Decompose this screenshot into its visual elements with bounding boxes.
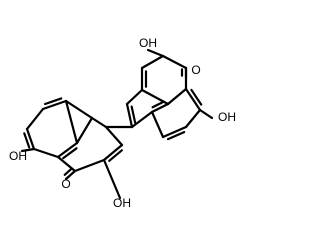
bond-D5-OHr <box>198 108 214 120</box>
label-o-ketone-right: O <box>191 63 200 77</box>
bond-double-A5-A6 <box>62 147 78 160</box>
bond-A3-A4 <box>25 127 36 151</box>
bond-D1-D2 <box>150 102 170 114</box>
label-oh-top: OH <box>139 36 157 50</box>
bond-double-A1-A2 <box>44 97 63 106</box>
bond-A6-A1 <box>64 99 79 145</box>
bond-B5-A6 <box>75 116 94 145</box>
bond-double-D1-D2 <box>151 100 165 109</box>
bond-B4-B5 <box>90 116 108 129</box>
bond-lines <box>20 48 214 200</box>
bond-B2-B3 <box>102 143 124 162</box>
bond-B1-Ol <box>64 169 77 181</box>
bond-A5-A6 <box>56 141 79 159</box>
bond-D6-D1 <box>166 87 188 106</box>
background <box>0 0 250 250</box>
bond-double-D5-D6 <box>190 88 203 106</box>
bond-A5-B1 <box>56 155 77 173</box>
bond-C5-OHt <box>146 48 165 58</box>
bond-C5-C6 <box>161 54 188 70</box>
bond-double-C1-C2 <box>130 105 137 124</box>
bond-D4-D5 <box>184 108 202 129</box>
bond-B3-B4 <box>104 125 124 147</box>
bond-C4-C5 <box>140 54 165 70</box>
bond-D2-D3 <box>150 110 165 139</box>
bond-A4-A5 <box>32 147 60 159</box>
label-oh-right: OH <box>218 110 236 124</box>
bond-B5-A1 <box>64 99 94 120</box>
bond-A2-A3 <box>25 107 45 131</box>
bond-A4-OHl <box>20 147 36 153</box>
label-oh-left: OH <box>9 149 27 163</box>
bond-double-D3-D4 <box>166 131 186 141</box>
label-o-ketone-left: O <box>61 177 70 191</box>
bond-B1-B2 <box>73 158 106 173</box>
bond-double-A3-A4 <box>23 132 31 149</box>
bond-D2-C1 <box>130 110 154 129</box>
bond-B2-OHb <box>102 158 122 200</box>
bond-C2-C3 <box>125 88 144 106</box>
bond-double-B2-B3 <box>108 149 123 162</box>
bond-A1-A2 <box>41 99 68 111</box>
bond-double-B1-Ol <box>63 168 73 176</box>
bond-D5-D6 <box>184 87 202 112</box>
bond-D3-D4 <box>161 125 188 139</box>
bond-C1-C2 <box>125 102 134 129</box>
label-oh-bottom: OH <box>113 196 131 210</box>
chemical-structure: OH O OH OH O OH <box>0 0 250 250</box>
